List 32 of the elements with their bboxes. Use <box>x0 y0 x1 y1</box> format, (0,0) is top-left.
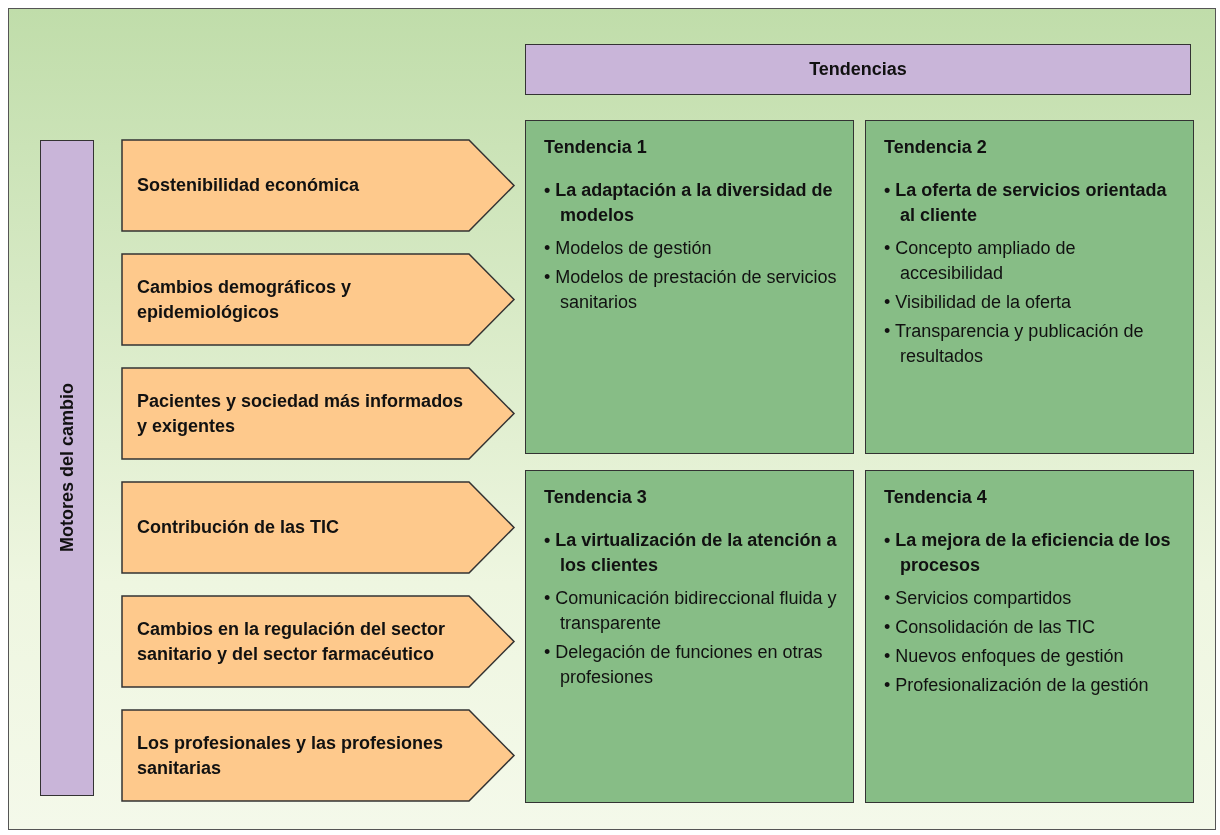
bullet-text: • Modelos de prestación de servicios sanitarios <box>544 266 837 314</box>
driver-label: Cambios en la regulación del sector sanitario y del sector farmacéutico <box>137 617 447 666</box>
bullet-text: • La adaptación a la diversidad de modelos <box>544 179 834 227</box>
driver-label: Contribución de las TIC <box>137 516 339 539</box>
trend-box <box>865 120 1194 454</box>
driver-label: Sostenibilidad económica <box>137 174 360 197</box>
box-heading: Tendencia 2 <box>884 136 988 159</box>
bullet-text: • Visibilidad de la oferta <box>884 291 1073 314</box>
trend-box <box>525 120 854 454</box>
bullet-text: • Transparencia y publicación de resultados <box>884 320 1145 368</box>
driver-label: Pacientes y sociedad más informados y exigentes <box>137 389 465 438</box>
bullet-text: • La mejora de la eficiencia de los procesos <box>884 529 1172 577</box>
trend-box <box>865 470 1194 803</box>
bullet-text: • Nuevos enfoques de gestión <box>884 645 1125 668</box>
bullet-text: • Concepto ampliado de accesibilidad <box>884 237 1077 285</box>
bullet-text: • Profesionalización de la gestión <box>884 674 1150 697</box>
box-heading: Tendencia 3 <box>544 486 648 509</box>
bullet-text: • Comunicación bidireccional fluida y transparente <box>544 587 837 635</box>
bullet-text: • Delegación de funciones en otras profesiones <box>544 641 824 689</box>
vertical-label-bar <box>40 140 94 796</box>
bullet-text: • Modelos de gestión <box>544 237 713 260</box>
bullet-text: • Servicios compartidos <box>884 587 1073 610</box>
header-box: Tendencias <box>525 44 1191 95</box>
bullet-text: • La oferta de servicios orientada al cliente <box>884 179 1168 227</box>
driver-label: Cambios demográficos y epidemiológicos <box>137 275 353 324</box>
driver-label: Los profesionales y las profesiones sanitarias <box>137 731 445 780</box>
trend-box <box>525 470 854 803</box>
bullet-text: • Consolidación de las TIC <box>884 616 1097 639</box>
bullet-text: • La virtualización de la atención a los clientes <box>544 529 837 577</box>
box-heading: Tendencia 1 <box>544 136 648 159</box>
axis-title: Motores del cambio <box>56 383 78 553</box>
box-heading: Tendencia 4 <box>884 486 988 509</box>
